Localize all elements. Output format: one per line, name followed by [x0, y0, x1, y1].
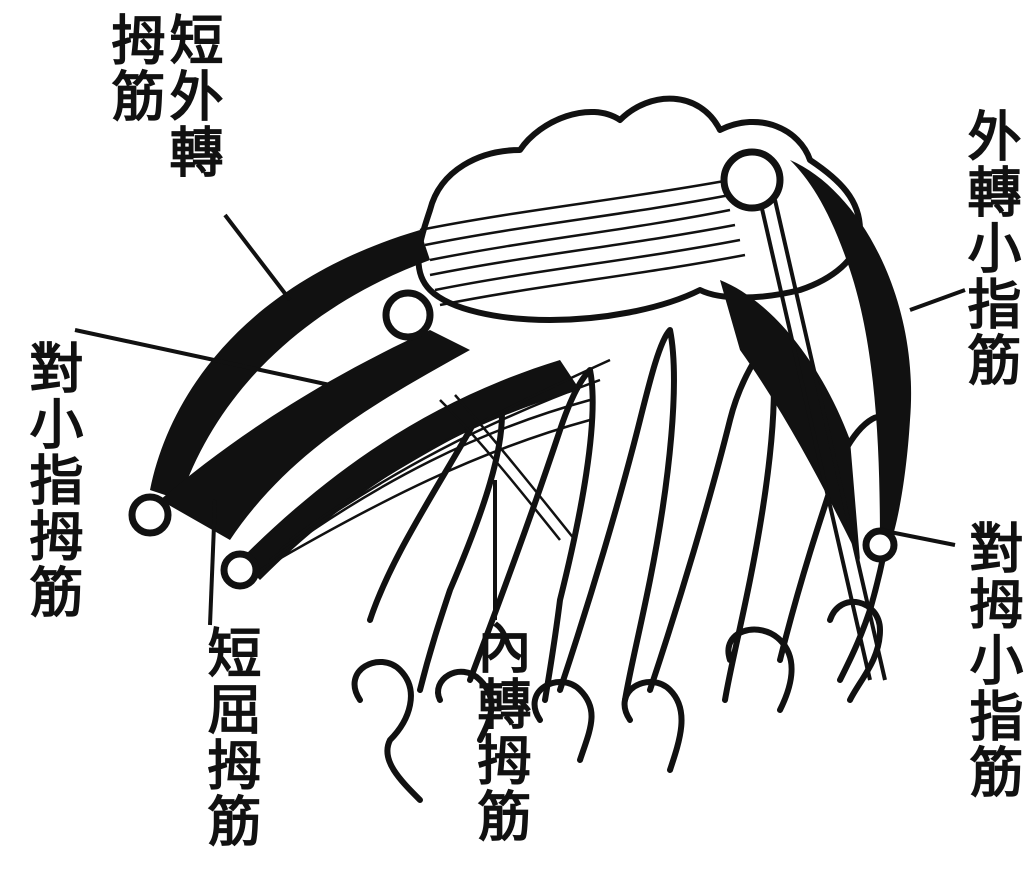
label-opponens-pollicis: 對拇小指筋 — [962, 520, 1022, 800]
pisiform-bone — [724, 152, 780, 208]
attachment-left — [132, 497, 168, 533]
label-abductor-digiti-minimi: 外轉小指筋 — [960, 108, 1020, 388]
leader-line-abductor-digiti — [910, 290, 965, 310]
adductor-muscle — [240, 360, 580, 580]
tendon-line — [420, 180, 730, 230]
leader-line-abductor-pollicis-brevis — [225, 215, 290, 300]
label-opponens-digiti-minimi: 對小指拇筋 — [22, 340, 82, 620]
label-abductor-pollicis-brevis-col1: 短外轉 — [162, 12, 222, 180]
sesamoid-bone — [386, 293, 430, 337]
finger-base-1 — [355, 662, 420, 800]
metacarpal-4 — [650, 340, 774, 700]
label-adductor-pollicis: 內轉拇筋 — [470, 620, 530, 844]
fan-line — [455, 395, 575, 540]
attachment-right — [866, 531, 894, 559]
label-abductor-pollicis-brevis-col2: 拇筋 — [104, 12, 164, 124]
label-flexor-pollicis-brevis: 短屈拇筋 — [200, 625, 260, 849]
finger-base-4 — [625, 682, 682, 770]
attachment-bottom — [224, 554, 256, 586]
